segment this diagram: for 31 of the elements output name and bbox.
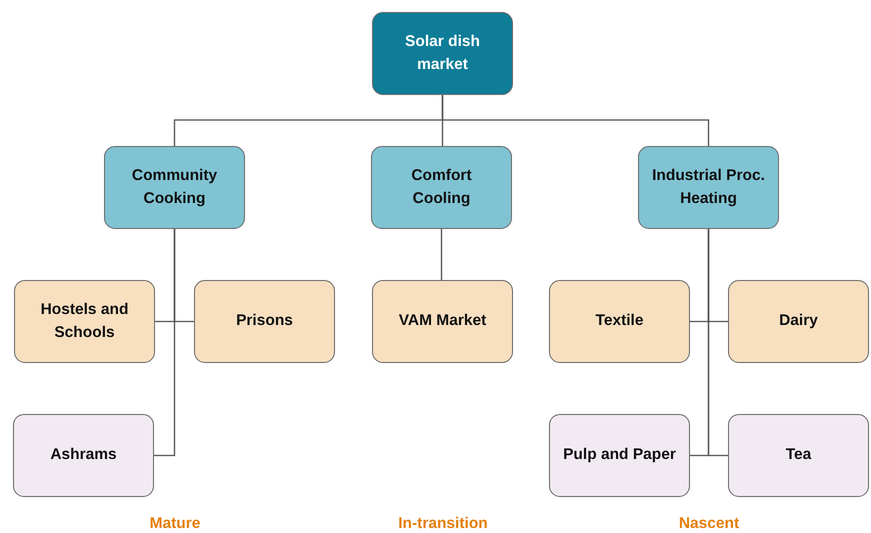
category-box [372, 280, 513, 363]
category-box [728, 414, 869, 497]
stage-label: Mature [150, 515, 200, 533]
connector-line [442, 95, 710, 146]
node-label: Tea [786, 445, 812, 466]
connector-line [440, 229, 442, 280]
category-box [549, 414, 690, 497]
node-label: Ashrams [50, 445, 117, 466]
category-box [728, 280, 869, 363]
root-box [372, 12, 513, 95]
node-label: VAM Market [398, 311, 486, 332]
node-label: Dairy [779, 311, 818, 332]
stage-label: In-transition [398, 515, 488, 533]
category-box [194, 280, 335, 363]
node-label: Pulp and Paper [563, 445, 676, 466]
category-box [549, 280, 690, 363]
node-label: Prisons [236, 311, 293, 332]
category-box [104, 146, 245, 229]
category-box [371, 146, 512, 229]
category-box [13, 414, 154, 497]
node-label: Comfort Cooling [410, 166, 473, 208]
node-label: Textile [596, 311, 644, 332]
category-box [638, 146, 779, 229]
node-label: Community Cooking [130, 166, 218, 208]
connector-line [154, 229, 176, 456]
node-label: Industrial Proc. Heating [651, 166, 766, 208]
category-box [14, 280, 155, 363]
node-label: Hostels and Schools [40, 300, 130, 342]
connector-line [708, 229, 728, 456]
stage-label: Nascent [678, 515, 740, 533]
node-label: Solar dish market [404, 32, 481, 74]
